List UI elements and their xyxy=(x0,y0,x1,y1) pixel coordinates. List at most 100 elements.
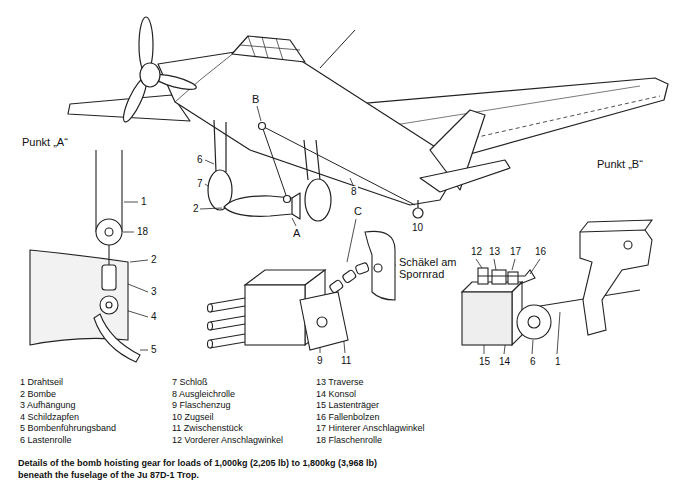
callout-number: 3 xyxy=(150,286,158,297)
detail-c-rect xyxy=(329,279,344,293)
callout-number: 4 xyxy=(150,311,158,322)
aircraft-path xyxy=(240,36,300,60)
legend-entry: 10 Zugseil xyxy=(172,413,214,423)
callout-number: 16 xyxy=(534,246,547,257)
aircraft-path xyxy=(175,52,235,102)
callout-letter: C xyxy=(353,205,363,217)
legend-entry: 14 Konsol xyxy=(316,390,356,400)
detail-c-path xyxy=(300,292,348,350)
callout-leaders-path xyxy=(347,219,356,262)
aircraft-path xyxy=(420,160,510,192)
detail-a-circle xyxy=(105,228,113,236)
aircraft-circle xyxy=(413,208,423,218)
legend-entry: 4 Schildzapfen xyxy=(20,413,79,423)
detail-a-path xyxy=(94,314,140,362)
detail-c-rect xyxy=(245,285,305,345)
callout-number: 18 xyxy=(136,226,149,237)
detail-b-path xyxy=(580,220,652,232)
callout-leaders-path xyxy=(557,312,560,354)
detail-b-path xyxy=(580,230,652,335)
legend-entry: 1 Drahtseil xyxy=(20,378,63,388)
legend-entry: 8 Ausgleichrolle xyxy=(172,390,235,400)
callout-leaders-path xyxy=(257,106,261,121)
callout-number: 10 xyxy=(411,222,424,233)
callout-leaders-path xyxy=(350,178,353,185)
legend-entry: 2 Bombe xyxy=(20,390,56,400)
detail-a-path xyxy=(30,250,128,345)
legend-entry: 9 Flaschenzug xyxy=(172,401,231,411)
detail-c-circle xyxy=(374,264,382,272)
legend-entry: 18 Flaschenrolle xyxy=(316,436,382,446)
detail-a-circle xyxy=(100,296,118,314)
aircraft-path xyxy=(304,140,320,180)
callout-number: 5 xyxy=(150,344,158,355)
detail-b-rect xyxy=(492,270,506,284)
detail-c-ellipse xyxy=(208,304,213,312)
aircraft-ellipse xyxy=(140,63,160,87)
detail-c-path xyxy=(365,231,395,300)
detail-a-path xyxy=(108,245,109,265)
callout-number: 17 xyxy=(509,246,522,257)
callout-leaders-path xyxy=(200,208,222,209)
detail-a-circle xyxy=(96,219,122,245)
callout-leaders-path xyxy=(205,184,208,186)
callout-number: 2 xyxy=(150,254,158,265)
callout-number: 6 xyxy=(196,154,204,165)
callout-leaders-path xyxy=(124,202,138,203)
detail-c-circle xyxy=(317,317,327,327)
aircraft-ellipse xyxy=(305,179,331,221)
detail-b-path xyxy=(478,270,535,284)
legend-entry: 6 Lastenrolle xyxy=(20,436,72,446)
callout-letter: A xyxy=(292,227,301,239)
callout-leaders-path xyxy=(292,218,296,226)
callout-leaders-path xyxy=(532,340,533,354)
detail-b-circle xyxy=(517,305,551,339)
detail-c-ellipse xyxy=(208,340,213,348)
detail-c-rect xyxy=(342,269,357,283)
detail-b-rect xyxy=(508,272,518,284)
detail-a-rect xyxy=(102,265,116,290)
aircraft-path xyxy=(232,36,305,62)
callout-number: 1 xyxy=(140,196,148,207)
callout-leaders xyxy=(118,106,560,354)
legend-entry: 7 Schloß xyxy=(172,378,208,388)
caption: Details of the bomb hoisting gear for lo… xyxy=(18,458,398,481)
aircraft-circle xyxy=(284,196,291,203)
detail-b-circle xyxy=(528,316,540,328)
legend-entry: 11 Zwischenstück xyxy=(172,424,243,434)
legend-entry: 5 Bombenführungsband xyxy=(20,424,116,434)
callout-number: 9 xyxy=(316,355,324,366)
aircraft-path xyxy=(262,126,415,205)
detail-c-path xyxy=(210,298,245,348)
callout-leaders-path xyxy=(476,259,482,268)
callout-leaders-path xyxy=(140,350,148,351)
detail-c-rect xyxy=(355,262,369,275)
callout-letter: B xyxy=(251,93,260,105)
aircraft xyxy=(68,17,668,221)
callout-leaders-path xyxy=(494,259,496,270)
detail-c-ellipse xyxy=(208,322,213,330)
aircraft-circle xyxy=(259,123,266,130)
callout-leaders-path xyxy=(512,259,515,270)
legend-entry: 15 Lastenträger xyxy=(316,401,379,411)
detail-b-circle xyxy=(624,241,632,249)
detail-a xyxy=(30,150,140,362)
legend-entry: 16 Fallenbolzen xyxy=(316,413,380,423)
callout-leaders-path xyxy=(205,160,214,164)
callout-number: 15 xyxy=(478,356,491,367)
aircraft-path xyxy=(158,52,455,205)
detail-heading: Punkt „B“ xyxy=(597,158,643,170)
aircraft-path xyxy=(417,200,418,208)
callout-leaders-path xyxy=(123,232,134,233)
aircraft-path xyxy=(224,196,292,216)
detail-b-rect xyxy=(462,292,512,345)
callout-number: 12 xyxy=(470,246,483,257)
callout-number: 8 xyxy=(350,186,358,197)
detail-heading: Punkt „A“ xyxy=(22,136,68,148)
aircraft-path xyxy=(320,30,355,68)
callout-number: 2 xyxy=(192,203,200,214)
part-label: Schäkel am Spornrad xyxy=(398,256,462,280)
detail-a-circle xyxy=(106,302,112,308)
legend-entry: 17 Hinterer Anschlagwinkel xyxy=(316,424,425,434)
